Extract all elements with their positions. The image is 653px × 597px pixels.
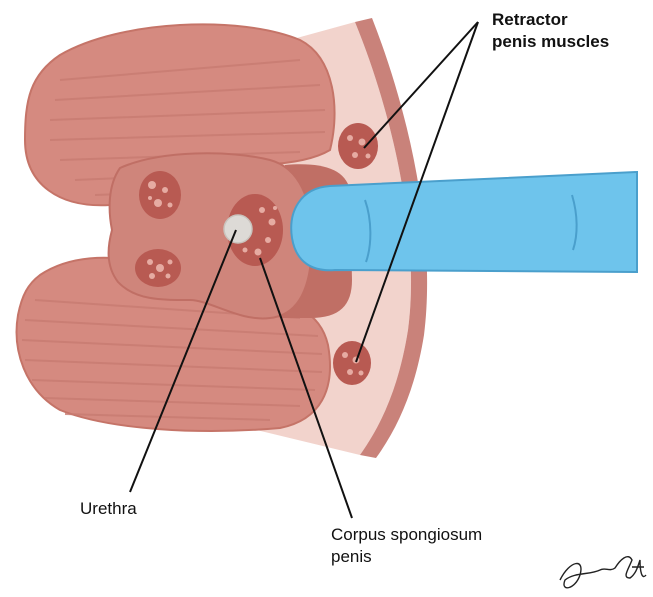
label-corpus-line1: Corpus spongiosum [331, 524, 482, 546]
label-corpus-line2: penis [331, 546, 482, 568]
label-retractor-penis-muscles: Retractor penis muscles [492, 9, 609, 53]
signature-mark [560, 557, 646, 588]
retractor-muscle-lower [333, 341, 371, 385]
finger-icon [291, 172, 637, 272]
label-retractor-line1: Retractor [492, 9, 609, 31]
urethra [224, 215, 252, 243]
retractor-muscle-upper [338, 123, 378, 169]
label-corpus-spongiosum: Corpus spongiosum penis [331, 524, 482, 568]
label-urethra: Urethra [80, 498, 137, 520]
label-retractor-line2: penis muscles [492, 31, 609, 53]
nodule-upper-left [139, 171, 181, 219]
nodule-lower-left [135, 249, 181, 287]
